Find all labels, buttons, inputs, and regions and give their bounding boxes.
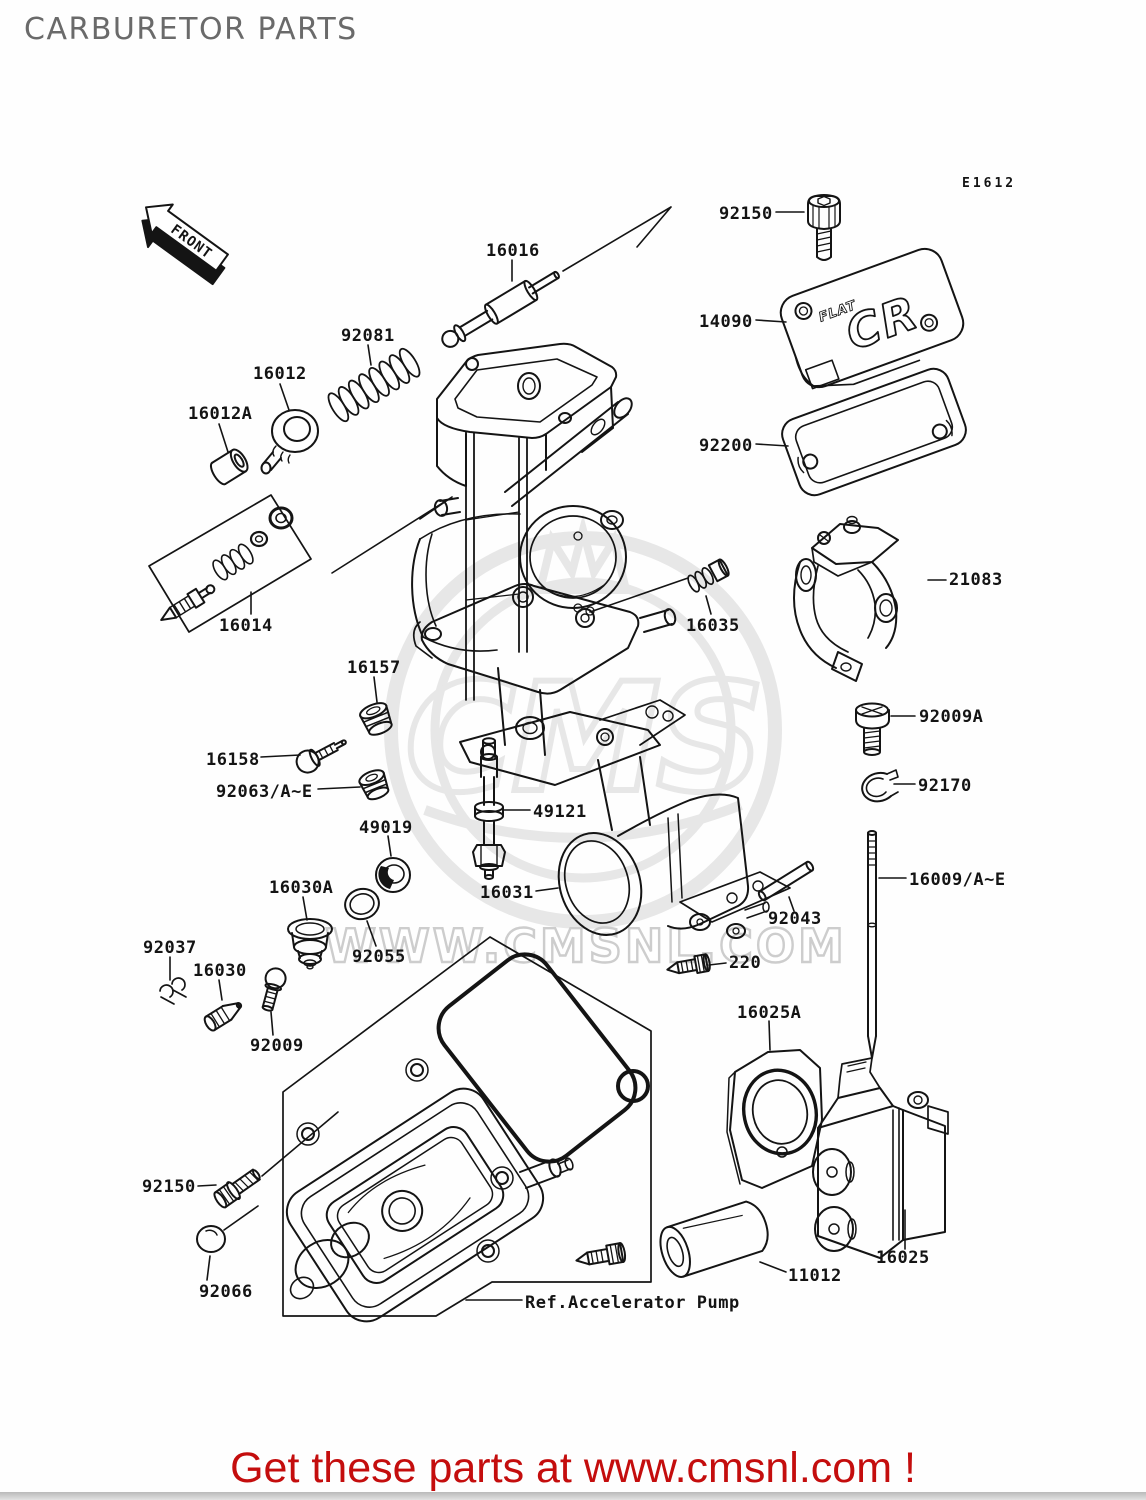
needle-16009 [867, 830, 877, 1059]
part-label-92009a: 92009A [919, 707, 984, 727]
bowl-gasket [436, 952, 650, 1164]
cover-14090: CR FLAT [779, 247, 965, 390]
bolt-92150-bottom [213, 1168, 261, 1209]
plug-16012 [260, 409, 319, 475]
part-label-16030: 16030 [193, 961, 247, 981]
needle-16030 [203, 1002, 243, 1032]
plug-16157 [359, 702, 393, 736]
part-label-16012a: 16012A [188, 404, 253, 424]
rod-16016 [441, 270, 560, 348]
part-label-92200: 92200 [699, 436, 753, 456]
part-label-11012: 11012 [788, 1266, 842, 1286]
part-label-92009: 92009 [250, 1036, 304, 1056]
kit-box-16014 [148, 494, 312, 633]
insertion-arrow [562, 206, 672, 272]
part-label-16012: 16012 [253, 364, 307, 384]
part-label-92043: 92043 [768, 909, 822, 929]
oring-92055 [344, 887, 380, 921]
cap-16012a [210, 448, 249, 486]
diagram-code: E1612 [962, 176, 1017, 191]
part-label-92150-bottom: 92150 [142, 1177, 196, 1197]
diaphragm-16025a [726, 1049, 823, 1189]
part-label-16158: 16158 [206, 750, 260, 770]
cap-11012 [659, 1200, 769, 1278]
part-label-16016: 16016 [486, 241, 540, 261]
jet-92063 [358, 769, 390, 801]
front-arrow: FRONT [141, 203, 229, 286]
part-label-21083: 21083 [949, 570, 1003, 590]
part-label-92150-top: 92150 [719, 204, 773, 224]
pump-body-16025 [812, 1057, 949, 1259]
watermark-emblem-text: CMS [405, 652, 760, 826]
carburetor-body [411, 342, 686, 831]
drain-screw [575, 1242, 627, 1266]
fork-21083 [793, 515, 899, 682]
part-label-49019: 49019 [359, 818, 413, 838]
pump-cover [285, 1058, 574, 1323]
spring-92081 [327, 347, 421, 423]
pin-92043 [757, 860, 815, 902]
leader-lines [169, 211, 947, 1301]
part-label-220: 220 [729, 953, 762, 973]
part-label-92055: 92055 [352, 947, 406, 967]
ring-49019 [375, 857, 411, 893]
footer-banner: Get these parts at www.cmsnl.com ! [230, 1444, 916, 1492]
page-title: CARBURETOR PARTS [24, 12, 358, 47]
part-label-16035: 16035 [686, 616, 740, 636]
part-label-14090: 14090 [699, 312, 753, 332]
part-label-49121: 49121 [533, 802, 587, 822]
screw-16158 [295, 739, 347, 774]
clip-92170 [861, 769, 899, 803]
bottom-strip [0, 1492, 1146, 1500]
part-label-16157: 16157 [347, 658, 401, 678]
part-label-16009ae: 16009/A~E [909, 870, 1006, 890]
screw-16035 [687, 558, 730, 593]
part-label-16030a: 16030A [269, 878, 334, 898]
screw-220 [666, 953, 711, 975]
part-label-92063ae: 92063/A~E [216, 782, 313, 802]
clip-92037 [159, 977, 187, 1005]
part-label-92081: 92081 [341, 326, 395, 346]
part-label-16031: 16031 [480, 883, 534, 903]
part-label-16014: 16014 [219, 616, 273, 636]
kit-needle-valve [160, 506, 294, 622]
gasket-92200 [781, 367, 967, 497]
part-label-ref-accelerator-pump: Ref.Accelerator Pump [525, 1293, 740, 1313]
part-label-92066: 92066 [199, 1282, 253, 1302]
valve-16030a [287, 918, 333, 970]
part-label-16025a: 16025A [737, 1003, 802, 1023]
funnel-16031 [557, 793, 791, 939]
screw-92009a [855, 702, 890, 756]
cover-logo-cr: CR [839, 285, 926, 361]
plug-92066 [196, 1225, 226, 1253]
part-label-92170: 92170 [918, 776, 972, 796]
accelerator-pump-box [282, 936, 652, 1317]
needle-jet-49121 [472, 737, 506, 880]
part-label-16025: 16025 [876, 1248, 930, 1268]
part-label-92037: 92037 [143, 938, 197, 958]
bolt-92150-top [807, 194, 841, 261]
screw-92009 [261, 967, 287, 1012]
